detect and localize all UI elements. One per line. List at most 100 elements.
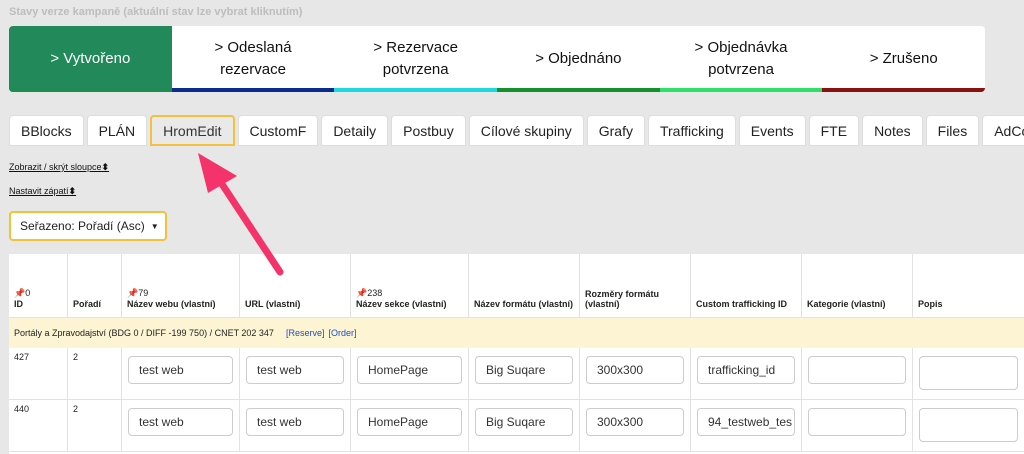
cell-section: HomePage [351,400,469,451]
tab-customf[interactable]: CustomF [237,115,319,146]
tab-grafy[interactable]: Grafy [586,115,645,146]
stage-label: > Objednáno [535,50,622,67]
trafficking-id-input[interactable]: trafficking_id [697,356,795,384]
cell-description [913,348,1024,399]
url-input[interactable]: test web [246,408,344,436]
expand-arrows-icon: ⬍ [68,186,77,196]
stage-color-bar [171,88,335,92]
cell-web: test web [122,400,240,451]
pin-icon: 📌238 [356,288,383,298]
sort-label: Seřazeno: Pořadí (Asc) [20,219,145,233]
cell-id: 440 [9,400,68,451]
caret-down-icon: ▼ [150,221,159,231]
tab-fte[interactable]: FTE [808,115,860,146]
tab-trafficking[interactable]: Trafficking [647,115,736,146]
col-url[interactable]: URL (vlastní) [240,254,351,317]
col-rozmery-formatu[interactable]: Rozměry formátu(vlastní) [580,254,691,317]
sort-dropdown[interactable]: Seřazeno: Pořadí (Asc) ▼ [9,211,167,241]
category-input[interactable] [808,408,906,436]
table-row: 440 2 test web test web HomePage Big Suq… [9,400,1024,452]
cell-web: test web [122,348,240,399]
cell-url: test web [240,348,351,399]
stage-vytvoreno[interactable]: > Vytvořeno [9,26,172,92]
expand-arrows-icon: ⬍ [101,162,110,172]
toggle-columns-link[interactable]: Zobrazit / skrýt sloupce⬍ [9,162,110,172]
format-name-input[interactable]: Big Suqare [475,356,573,384]
tab-bar: BBlocks PLÁN HromEdit CustomF Detaily Po… [9,115,1024,147]
cell-poradi: 2 [68,348,122,399]
description-textarea[interactable] [919,408,1018,442]
url-input[interactable]: test web [246,356,344,384]
section-name-input[interactable]: HomePage [357,408,462,436]
pin-icon: 📌0 [14,288,31,298]
set-footer-link[interactable]: Nastavit zápatí⬍ [9,186,77,196]
cell-id: 427 [9,348,68,399]
col-custom-trafficking-id[interactable]: Custom trafficking ID [691,254,802,317]
cell-section: HomePage [351,348,469,399]
cell-tid: trafficking_id [691,348,802,399]
cell-tid: 94_testweb_tes [691,400,802,451]
stage-color-bar [9,88,172,92]
cell-url: test web [240,400,351,451]
tab-postbuy[interactable]: Postbuy [391,115,466,146]
stage-color-bar [334,88,498,92]
format-name-input[interactable]: Big Suqare [475,408,573,436]
table-row-partial [9,452,1024,454]
stage-zruseno[interactable]: > Zrušeno [822,26,985,92]
order-link[interactable]: [Order] [328,328,357,338]
cell-size: 300x300 [580,400,691,451]
stage-color-bar [822,88,985,92]
cell-poradi: 2 [68,400,122,451]
col-popis[interactable]: Popis [918,299,943,309]
tab-adcost[interactable]: AdCost [982,115,1024,146]
tab-notes[interactable]: Notes [862,115,923,146]
tab-events[interactable]: Events [738,115,806,146]
tab-hromedit[interactable]: HromEdit [150,115,235,146]
cell-format: Big Suqare [469,400,580,451]
stage-label: > Zrušeno [869,50,938,67]
web-name-input[interactable]: test web [128,408,233,436]
tab-files[interactable]: Files [925,115,980,146]
col-poradi[interactable]: Pořadí [68,254,122,317]
cell-category [802,348,913,399]
trafficking-id-input[interactable]: 94_testweb_tes [697,408,795,436]
tab-detaily[interactable]: Detaily [321,115,389,146]
col-nazev-formatu[interactable]: Název formátu (vlastní) [469,254,580,317]
stage-label: > Vytvořeno [50,50,131,67]
stage-color-bar [497,88,660,92]
section-name-input[interactable]: HomePage [357,356,462,384]
stage-objednano[interactable]: > Objednáno [497,26,660,92]
category-input[interactable] [808,356,906,384]
cell-category [802,400,913,451]
tab-plan[interactable]: PLÁN [86,115,148,146]
tab-bblocks[interactable]: BBlocks [9,115,84,146]
col-kategorie[interactable]: Kategorie (vlastní) [802,254,913,317]
reserve-link[interactable]: [Reserve] [285,328,325,338]
group-row: Portály a Zpravodajství (BDG 0 / DIFF -1… [9,318,1024,348]
format-size-input[interactable]: 300x300 [586,356,684,384]
description-textarea[interactable] [919,356,1018,390]
group-label: Portály a Zpravodajství (BDG 0 / DIFF -1… [14,328,274,338]
pin-icon: 📌79 [127,288,149,298]
stage-color-bar [659,88,823,92]
cell-description [913,400,1024,451]
table-row: 427 2 test web test web HomePage Big Suq… [9,348,1024,400]
web-name-input[interactable]: test web [128,356,233,384]
cell-size: 300x300 [580,348,691,399]
cell-format: Big Suqare [469,348,580,399]
tab-cilove-skupiny[interactable]: Cílové skupiny [468,115,584,146]
format-size-input[interactable]: 300x300 [586,408,684,436]
stages-caption: Stavy verze kampaně (aktuální stav lze v… [9,6,303,18]
